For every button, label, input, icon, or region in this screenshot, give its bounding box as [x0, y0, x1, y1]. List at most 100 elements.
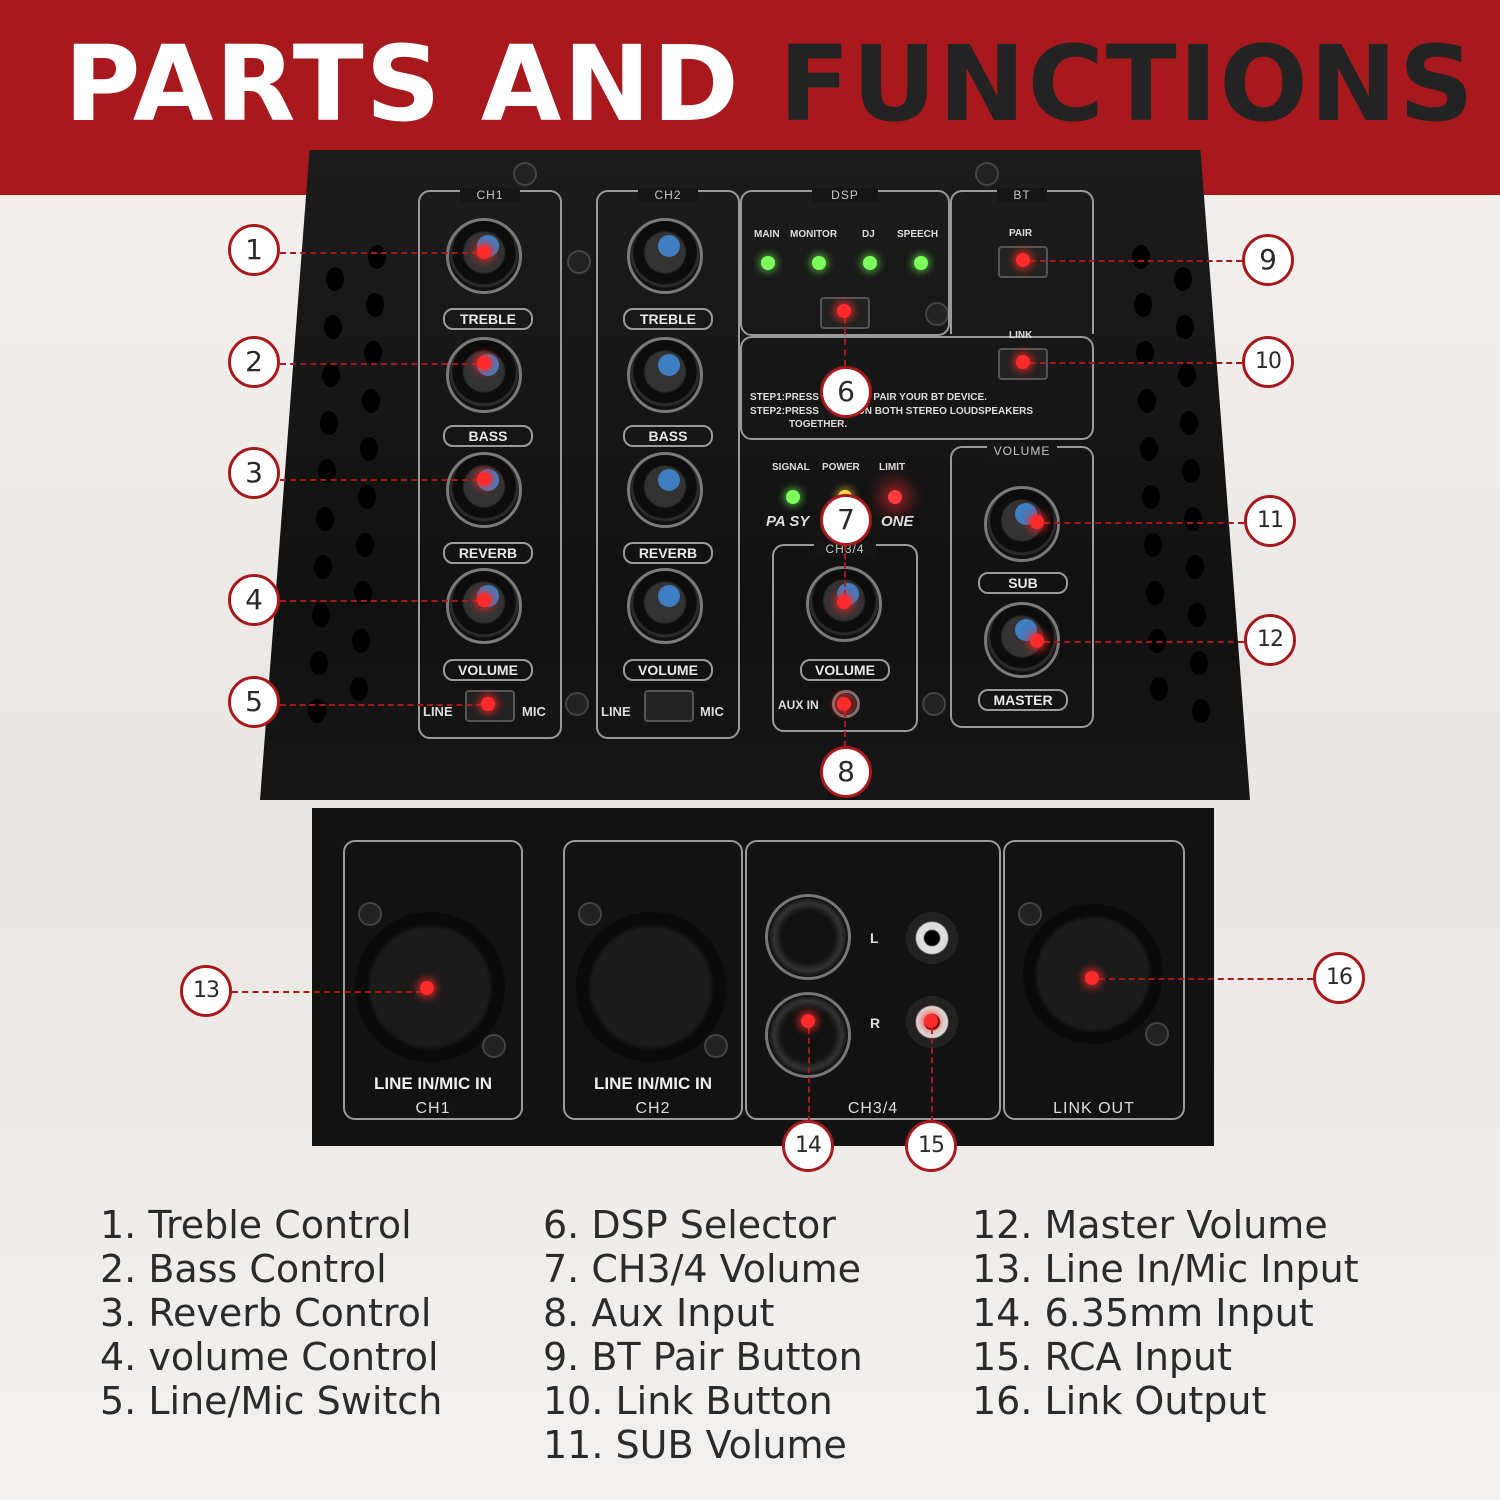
legend-item-13: 13. Line In/Mic Input: [972, 1247, 1359, 1291]
vent-hole: [1138, 389, 1156, 413]
vent-hole: [322, 363, 340, 387]
callout-16: 16: [1313, 952, 1365, 1004]
legend-item-12: 12. Master Volume: [972, 1203, 1328, 1247]
callout-dot-7: [837, 595, 851, 609]
ch2-bass-label: BASS: [623, 425, 713, 447]
dsp-mode-speech-label: SPEECH: [897, 229, 939, 240]
left-rca-jack[interactable]: [906, 912, 958, 964]
vent-hole: [1190, 651, 1208, 675]
callout-9: 9: [1242, 234, 1294, 286]
ch2-line-mic-switch[interactable]: [644, 690, 694, 722]
power-label: POWER: [822, 462, 860, 473]
legend-item-10: 10. Link Button: [543, 1379, 833, 1423]
vent-hole: [352, 629, 370, 653]
ch2-volume-label: VOLUME: [623, 659, 713, 681]
dsp-led-speech: [914, 256, 928, 270]
dsp-led-monitor: [812, 256, 826, 270]
ch1-reverb-label: REVERB: [443, 542, 533, 564]
vent-hole: [354, 581, 372, 605]
vent-hole: [1182, 459, 1200, 483]
sub-label: SUB: [978, 572, 1068, 594]
limit-led: [888, 490, 902, 504]
leader-line-9: [1030, 260, 1242, 262]
leader-line-2: [280, 363, 478, 365]
vent-hole: [356, 533, 374, 557]
ch1-reverb-knob[interactable]: [446, 452, 522, 528]
bt-link-label: LINK: [1009, 330, 1033, 341]
dsp-label: DSP: [812, 188, 878, 202]
dsp-led-dj: [863, 256, 877, 270]
ch2-volume-knob[interactable]: [627, 568, 703, 644]
vent-hole: [1178, 363, 1196, 387]
vent-hole: [1184, 507, 1202, 531]
vent-hole: [310, 651, 328, 675]
vent-hole: [350, 677, 368, 701]
vent-hole: [1192, 699, 1210, 723]
vent-hole: [368, 245, 386, 269]
callout-4: 4: [228, 574, 280, 626]
vent-hole: [320, 411, 338, 435]
callout-dot-12: [1030, 634, 1044, 648]
callout-dot-4: [477, 593, 491, 607]
callout-dot-5: [481, 697, 495, 711]
callout-11: 11: [1244, 495, 1296, 547]
bottom-link-out-section: LINK OUT: [1003, 840, 1185, 1120]
callout-dot-6: [837, 304, 851, 318]
callout-6: 6: [820, 366, 872, 418]
ch2-reverb-label: REVERB: [623, 542, 713, 564]
title-part-dark: FUNCTIONS: [778, 23, 1476, 145]
signal-label: SIGNAL: [772, 462, 810, 473]
callout-dot-10: [1016, 355, 1030, 369]
legend-item-7: 7. CH3/4 Volume: [543, 1247, 862, 1291]
legend-item-2: 2. Bass Control: [100, 1247, 387, 1291]
callout-15: 15: [905, 1120, 957, 1172]
ch2-line-in-mic-in-label: LINE IN/MIC IN: [593, 1074, 713, 1093]
leader-line-15: [931, 1028, 933, 1122]
callout-13: 13: [180, 965, 232, 1017]
bottom-ch2-section: LINE IN/MIC IN CH2: [563, 840, 743, 1120]
left-6-35mm-jack[interactable]: [765, 894, 851, 980]
leader-line-6: [844, 318, 846, 366]
screw-icon: [482, 1034, 506, 1058]
bottom-ch34-section: CH3/4: [745, 840, 1001, 1120]
ch1-bass-knob[interactable]: [446, 337, 522, 413]
leader-line-7: [844, 544, 846, 596]
volume-section-label: VOLUME: [987, 444, 1057, 458]
vent-hole: [1134, 293, 1152, 317]
master-volume-knob[interactable]: [984, 602, 1060, 678]
ch2-line-label: LINE: [601, 704, 631, 719]
callout-2: 2: [228, 336, 280, 388]
legend-item-9: 9. BT Pair Button: [543, 1335, 863, 1379]
legend-item-14: 14. 6.35mm Input: [972, 1291, 1314, 1335]
title-part-white: PARTS AND: [64, 23, 741, 145]
leader-line-5: [280, 704, 482, 706]
ch2-combo-input-jack[interactable]: [576, 912, 726, 1062]
vent-hole: [362, 389, 380, 413]
vent-hole: [1132, 245, 1150, 269]
leader-line-8: [844, 711, 846, 747]
sub-volume-knob[interactable]: [984, 486, 1060, 562]
vent-hole: [318, 459, 336, 483]
legend-item-11: 11. SUB Volume: [543, 1423, 847, 1467]
legend-column-2: 6. DSP Selector 7. CH3/4 Volume 8. Aux I…: [543, 1203, 863, 1467]
ch2-section: CH2: [596, 188, 740, 739]
callout-1: 1: [228, 224, 280, 276]
ch2-treble-knob[interactable]: [627, 218, 703, 294]
ch2-bass-knob[interactable]: [627, 337, 703, 413]
bottom-ch2-label: CH2: [615, 1100, 691, 1118]
ch2-reverb-knob[interactable]: [627, 452, 703, 528]
callout-dot-1: [477, 245, 491, 259]
legend-item-16: 16. Link Output: [972, 1379, 1267, 1423]
callout-dot-16: [1085, 971, 1099, 985]
dsp-mode-monitor-label: MONITOR: [790, 229, 838, 240]
ch2-mic-label: MIC: [700, 704, 724, 719]
vent-hole: [312, 603, 330, 627]
master-label: MASTER: [978, 689, 1068, 711]
legend-item-3: 3. Reverb Control: [100, 1291, 432, 1335]
bt-section: BT: [950, 188, 1094, 334]
link-out-label: LINK OUT: [1035, 1100, 1153, 1118]
callout-8: 8: [820, 746, 872, 798]
dsp-mode-dj-label: DJ: [862, 229, 875, 240]
